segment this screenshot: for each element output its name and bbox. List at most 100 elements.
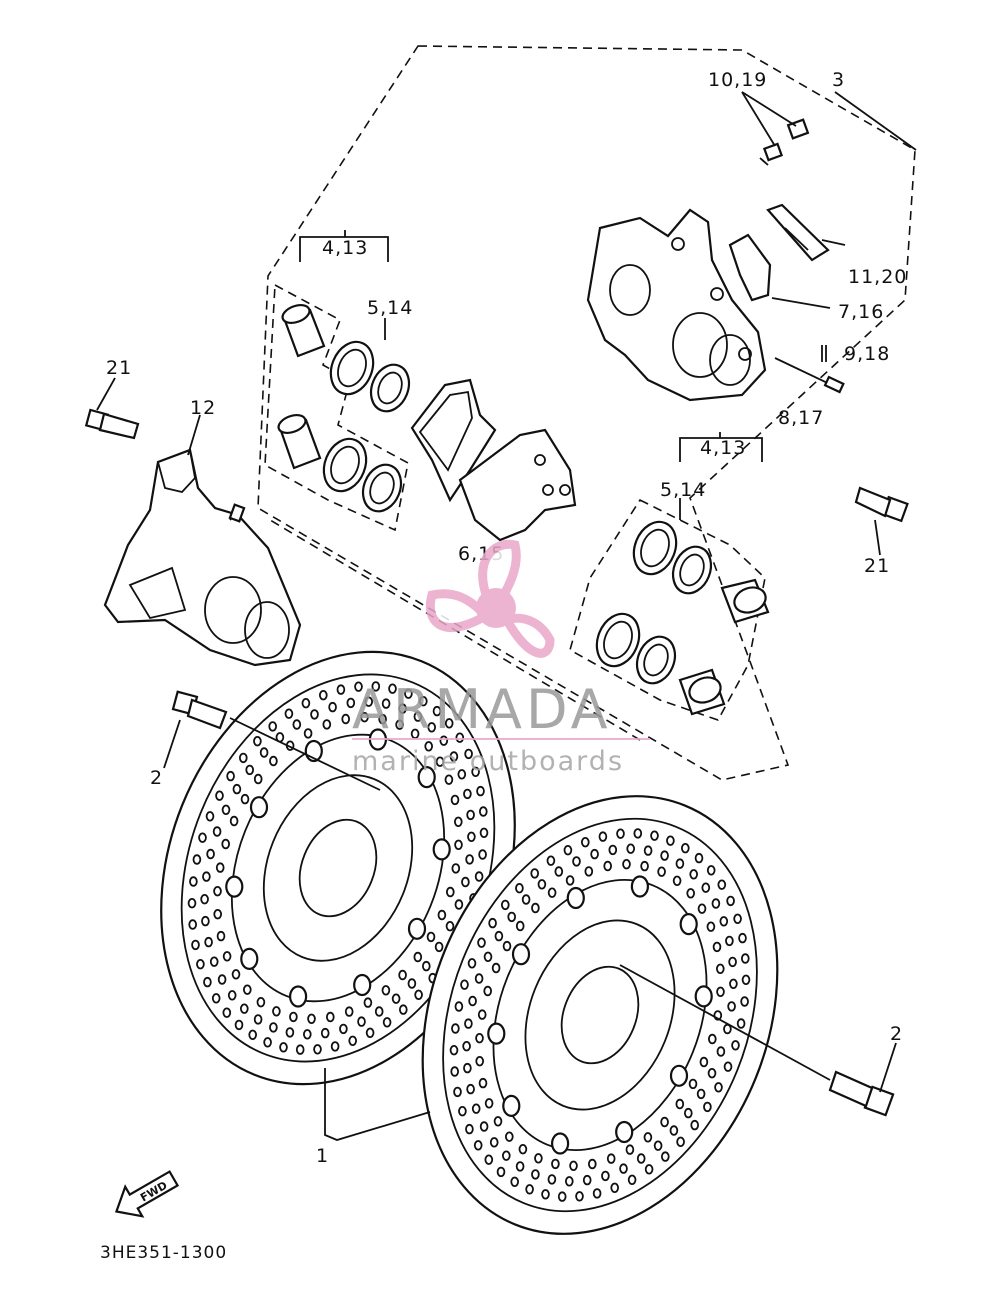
disc-hole [500, 899, 510, 911]
disc-hole [546, 855, 556, 866]
disc-hole [643, 1132, 653, 1143]
disc-hole [714, 1082, 723, 1093]
disc-hole [268, 721, 278, 732]
brake-pad-icon [458, 428, 577, 542]
disc-hole [346, 697, 356, 709]
disc-hole [231, 969, 241, 980]
disc-hole [587, 1158, 597, 1170]
bleed-screw[interactable] [759, 118, 810, 166]
disc-hole [675, 858, 685, 869]
disc-hole [245, 764, 255, 776]
brake-pads[interactable] [410, 378, 577, 542]
disc-hole [325, 1011, 335, 1023]
disc-button [630, 875, 650, 898]
disc-hole [341, 713, 351, 725]
disc-hole [697, 903, 707, 914]
disc-hole [672, 875, 682, 887]
disc-hole [537, 879, 547, 890]
disc-hole [201, 915, 210, 927]
disc-hole [616, 828, 625, 839]
bolt-2-left[interactable] [171, 690, 228, 730]
disc-hole [582, 1174, 592, 1186]
pin-clip[interactable] [821, 345, 827, 362]
disc-hole [215, 790, 224, 801]
disc-hole [188, 919, 198, 930]
disc-hole [211, 993, 221, 1004]
disc-hole [259, 747, 269, 758]
armada-logo: ARMADA marine outboards [352, 539, 650, 777]
seal-icon [322, 437, 368, 493]
disc-hole [221, 804, 231, 816]
caliper-left[interactable] [103, 448, 302, 667]
disc-hole [232, 783, 242, 795]
disc-hole [221, 838, 231, 850]
disc-hole [675, 1098, 685, 1110]
watermark-subtitle: marine outboards [352, 746, 624, 777]
disc-hole [344, 1006, 354, 1017]
disc-hole [205, 811, 215, 822]
disc-hole [450, 1066, 460, 1077]
disc-hole [531, 1169, 540, 1180]
disc-hole [507, 911, 517, 923]
disc-hole [322, 719, 332, 730]
caliper-assembly-boundary [257, 45, 916, 781]
disc-hole [488, 917, 497, 929]
pad-support-plate[interactable] [766, 203, 830, 262]
disc-hole [463, 1062, 472, 1074]
disc-hole [216, 930, 226, 942]
disc-hole [365, 1027, 375, 1039]
callout-5-14-right: 5,14 [660, 479, 706, 501]
disc-hole [435, 756, 445, 767]
disc-hole [320, 1027, 330, 1039]
disc-hole [360, 712, 369, 723]
disc-hole [707, 1067, 717, 1079]
piston-icon [277, 413, 322, 470]
disc-hole [627, 1174, 637, 1186]
disc-hole [279, 1042, 288, 1053]
pistons-seals-right[interactable] [569, 498, 770, 721]
disc-hole [364, 696, 374, 707]
disc-hole [413, 951, 423, 963]
brake-disc-left[interactable] [99, 598, 578, 1137]
watermark-title: ARMADA [352, 678, 612, 741]
callout-2-left: 2 [150, 767, 163, 789]
disc-hole [547, 1174, 557, 1185]
brake-disc-right[interactable] [360, 743, 841, 1288]
pad-pin[interactable] [774, 357, 845, 394]
disc-hole [564, 1176, 574, 1187]
disc-hole [464, 748, 473, 760]
pad-spring[interactable] [728, 233, 772, 302]
disc-hole [572, 856, 581, 867]
disc-hole [534, 1153, 543, 1164]
caliper-right[interactable] [586, 208, 767, 402]
disc-hole [302, 1029, 312, 1040]
disc-holes-right [449, 828, 751, 1202]
disc-hole [590, 848, 599, 860]
disc-hole [644, 1164, 654, 1175]
disc-hole [723, 1061, 733, 1072]
disc-hole [740, 996, 749, 1007]
bolt-21-right[interactable] [854, 486, 909, 523]
callout-3: 3 [832, 69, 845, 91]
callout-4-13-right: 4,13 [700, 437, 746, 459]
disc-hole [191, 939, 200, 951]
callout-1: 1 [316, 1145, 329, 1167]
disc-hole [204, 936, 213, 948]
caliper-icon [103, 448, 302, 667]
disc-button [615, 1120, 634, 1144]
disc-hole [468, 995, 477, 1007]
disc-hole [382, 1017, 392, 1028]
disc-hole [454, 1001, 464, 1012]
disc-hole [525, 1184, 534, 1195]
disc-hole [292, 719, 302, 730]
disc-hole [496, 1166, 506, 1178]
disc-hole [445, 886, 455, 898]
disc-hole [391, 993, 401, 1004]
disc-hole [381, 698, 391, 709]
disc-hole [565, 875, 575, 886]
pistons-seals-left[interactable] [264, 283, 416, 532]
bolt-2-right[interactable] [828, 1070, 895, 1117]
bolt-21-left[interactable] [84, 408, 140, 440]
disc-hole [489, 1137, 499, 1148]
